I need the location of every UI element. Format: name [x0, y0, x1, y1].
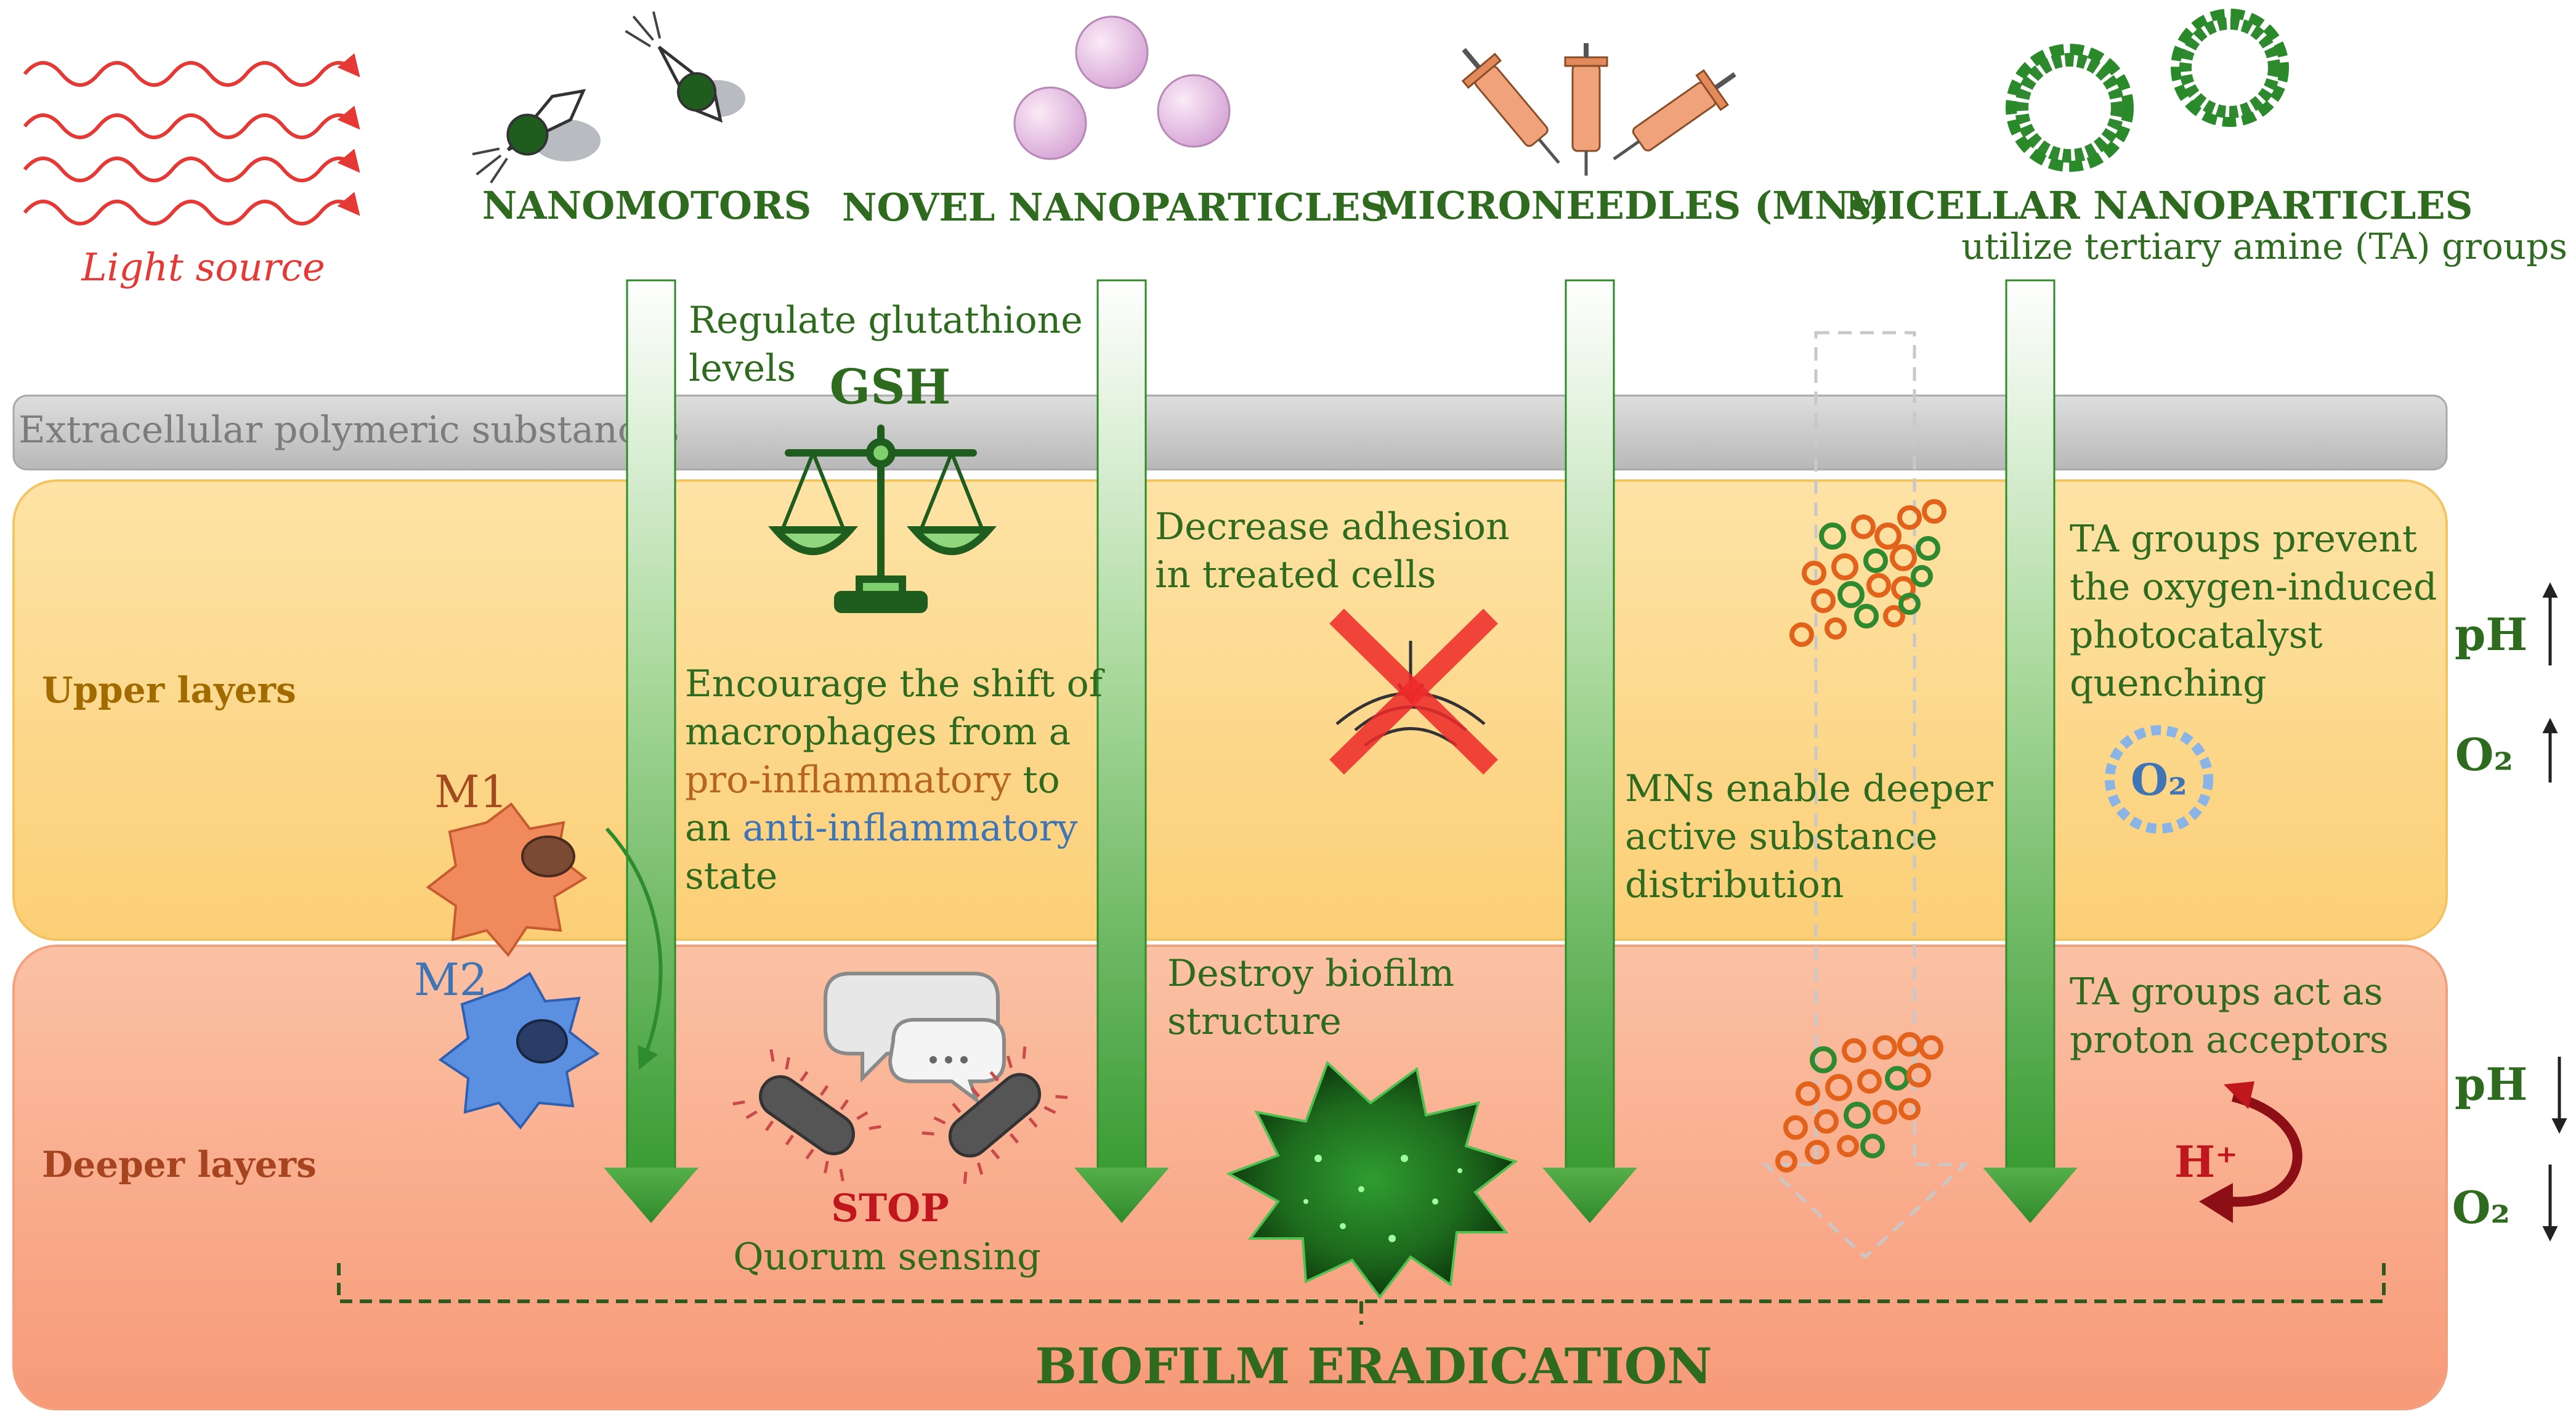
- nanomotor-icon: [472, 89, 601, 184]
- macrophage-text-line3: pro-inflammatory to: [685, 758, 1060, 802]
- oxygen-bubble-label: O₂: [2131, 754, 2187, 805]
- m1-to-m2-arrow: [605, 827, 663, 1070]
- o2-deeper-label: O₂: [2452, 1181, 2510, 1234]
- gsh-label: GSH: [830, 359, 951, 415]
- nanomotor-icon: [625, 11, 745, 123]
- stop-label: STOP: [831, 1185, 949, 1230]
- header-novel-nanoparticles: NOVEL NANOPARTICLES: [842, 185, 1388, 230]
- header-nanomotors: NANOMOTORS: [482, 183, 812, 228]
- header-micellar-nanoparticles: MICELLAR NANOPARTICLES: [1845, 183, 2473, 228]
- biofilm-eradication-label: BIOFILM ERADICATION: [1035, 1337, 1712, 1395]
- ta-deeper-line2: proton acceptors: [2070, 1019, 2389, 1062]
- gsh-text-line2: levels: [689, 347, 796, 390]
- proton-arrow-head: [2199, 1183, 2233, 1223]
- ph-deeper-label: pH: [2455, 1058, 2527, 1110]
- header-microneedles: MICRONEEDLES (MNs): [1375, 183, 1889, 228]
- down-arrow-novel: [1074, 279, 1169, 1223]
- proton-arrow-tail: [2224, 1081, 2254, 1109]
- ta-upper-line3: photocatalyst: [2070, 614, 2323, 657]
- m1-macrophage-icon: [426, 802, 588, 958]
- down-arrow-micellar: [1983, 279, 2078, 1223]
- h-plus-label: H⁺: [2174, 1136, 2238, 1187]
- particle-cluster-upper: [1789, 499, 1946, 647]
- macrophage-text-line5: state: [685, 855, 777, 898]
- quorum-sensing-label: Quorum sensing: [733, 1235, 1040, 1279]
- ph-upper-label: pH: [2455, 608, 2527, 661]
- adhesion-text-line2: in treated cells: [1155, 553, 1436, 596]
- microneedle-syringe-icon: [1461, 43, 1736, 176]
- upper-layers-label: Upper layers: [42, 669, 296, 711]
- macrophage-text-line2: macrophages from a: [685, 710, 1071, 754]
- biofilm-burst-icon: [1226, 1060, 1518, 1299]
- pro-inflammatory-term: pro-inflammatory: [685, 758, 1011, 802]
- micelle-icon: [2006, 9, 2289, 172]
- mn-text-line2: active substance: [1625, 815, 1937, 858]
- bacterium-icon: [921, 1046, 1068, 1184]
- eradication-bracket: [337, 1263, 2386, 1325]
- m2-label: M2: [414, 954, 488, 1006]
- particle-cluster-deeper: [1775, 1032, 1943, 1173]
- micellar-subtitle: utilize tertiary amine (TA) groups: [1961, 226, 2567, 267]
- m2-macrophage-icon: [438, 972, 600, 1130]
- macrophage-text-to: to: [1011, 758, 1059, 802]
- adhesion-text-line1: Decrease adhesion: [1155, 505, 1510, 548]
- anti-inflammatory-term: anti-inflammatory: [743, 807, 1078, 850]
- light-waves-icon: [23, 53, 360, 226]
- balance-scale-icon: [768, 425, 997, 613]
- deeper-layers-band: [12, 945, 2448, 1410]
- eps-label: Extracellular polymeric substances: [18, 409, 679, 452]
- proton-curved-arrow: [2229, 1092, 2303, 1207]
- ta-upper-line4: quenching: [2070, 662, 2267, 705]
- no-adhesion-icon: [1329, 608, 1498, 775]
- m1-label: M1: [434, 766, 508, 818]
- destroy-text-line1: Destroy biofilm: [1167, 952, 1454, 995]
- deeper-layers-label: Deeper layers: [42, 1144, 317, 1185]
- ta-deeper-line1: TA groups act as: [2070, 970, 2383, 1014]
- gsh-text-line1: Regulate glutathione: [689, 299, 1083, 342]
- down-arrow-microneedles: [1542, 279, 1637, 1223]
- nanoparticle-spheres-icon: [1013, 15, 1231, 160]
- down-arrow-nanomotors: [604, 279, 699, 1223]
- oxygen-bubble-icon: O₂: [2105, 725, 2213, 834]
- macrophage-text-line1: Encourage the shift of: [685, 662, 1105, 705]
- macrophage-text-line4: an anti-inflammatory: [685, 807, 1078, 850]
- mn-text-line3: distribution: [1625, 863, 1844, 906]
- destroy-text-line2: structure: [1167, 1000, 1342, 1043]
- mn-text-line1: MNs enable deeper: [1625, 767, 1993, 810]
- eps-band: [12, 394, 2448, 471]
- light-source-label: Light source: [81, 245, 325, 290]
- speech-bubbles-icon: [824, 972, 1006, 1105]
- bacterium-icon: [732, 1049, 881, 1182]
- ta-upper-line1: TA groups prevent: [2070, 518, 2417, 561]
- o2-upper-label: O₂: [2455, 728, 2513, 781]
- dashed-penetration-arrow: [1761, 331, 1969, 1259]
- ta-upper-line2: the oxygen-induced: [2070, 566, 2437, 609]
- macrophage-text-an: an: [685, 807, 743, 850]
